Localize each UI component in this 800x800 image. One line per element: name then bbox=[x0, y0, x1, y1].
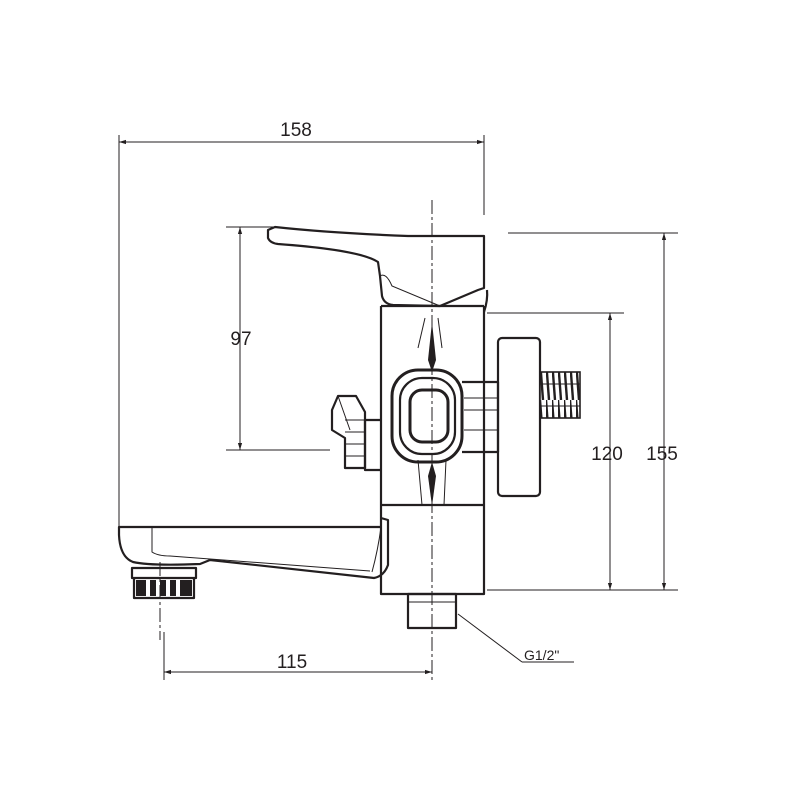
dim-label-overall-height: 155 bbox=[646, 444, 678, 465]
aerator bbox=[130, 566, 198, 580]
dimension-overall-height: 155 bbox=[508, 232, 678, 591]
dimension-overall-width: 158 bbox=[118, 120, 485, 540]
diverter-knob bbox=[330, 394, 381, 472]
bottom-inlet bbox=[406, 592, 458, 630]
dimension-spout-reach: 115 bbox=[163, 632, 432, 680]
cartridge-outer bbox=[390, 368, 464, 464]
dimension-lever-height: 97 bbox=[226, 226, 330, 451]
dim-label-lever-height: 97 bbox=[230, 329, 251, 350]
center-lines bbox=[159, 200, 433, 680]
dim-label-spout-reach: 115 bbox=[277, 652, 307, 673]
callout-thread-size: G1/2" bbox=[457, 613, 574, 663]
dim-label-overall-width: 158 bbox=[280, 120, 312, 141]
dimension-body-height: 120 bbox=[487, 312, 624, 591]
callout-label-thread: G1/2" bbox=[524, 647, 559, 663]
wall-flange bbox=[496, 336, 542, 498]
mixer-body bbox=[379, 304, 486, 507]
dim-label-body-height: 120 bbox=[591, 444, 623, 465]
lever-handle bbox=[266, 225, 486, 308]
spout bbox=[117, 516, 390, 600]
eccentric-connector bbox=[462, 336, 581, 498]
cartridge-inner bbox=[408, 388, 450, 444]
faucet-body bbox=[117, 225, 581, 630]
